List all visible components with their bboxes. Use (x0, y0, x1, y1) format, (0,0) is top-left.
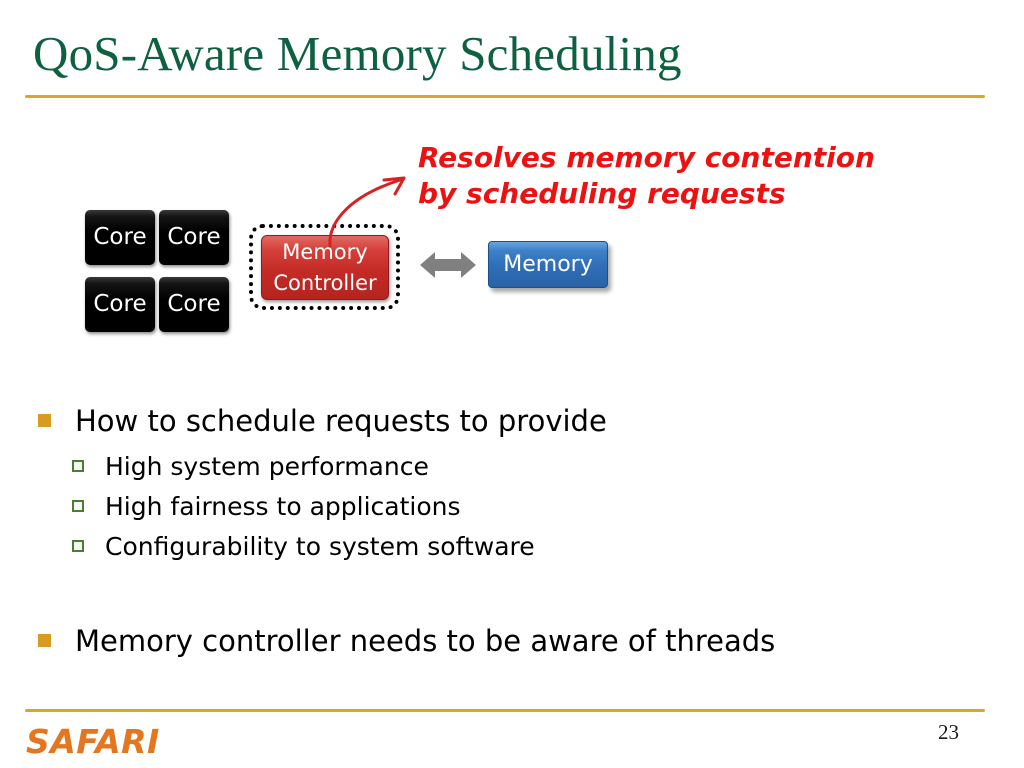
title-divider (25, 95, 985, 98)
core-box: Core (159, 277, 229, 332)
list-item: High fairness to applications (72, 488, 1024, 526)
callout-text: Resolves memory contention by scheduling… (418, 140, 888, 212)
page-title: QoS-Aware Memory Scheduling (33, 26, 682, 81)
core-box: Core (159, 210, 229, 265)
bullet-marker-level2-icon (72, 540, 84, 552)
memory-controller-box: Memory Controller (261, 235, 389, 300)
architecture-diagram: Core Core Core Core Memory Controller Me… (0, 0, 1024, 360)
list-item-label: How to schedule requests to provide (75, 404, 607, 438)
page-number: 23 (938, 720, 959, 744)
safari-logo: SAFARI (26, 722, 160, 761)
bullet-marker-level1-icon (38, 414, 51, 427)
memory-controller-label-line1: Memory (282, 240, 368, 264)
bullet-marker-level2-icon (72, 460, 84, 472)
list-item: How to schedule requests to provide (38, 400, 1024, 442)
list-item: Configurability to system software (72, 528, 1024, 566)
footer-divider (25, 709, 985, 712)
bullet-marker-level1-icon (38, 634, 51, 647)
callout-line-1: Resolves memory contention (418, 141, 875, 174)
list-item: High system performance (72, 448, 1024, 486)
bullet-marker-level2-icon (72, 500, 84, 512)
list-item-label: High system performance (105, 452, 429, 481)
list-item-label: Memory controller needs to be aware of t… (75, 624, 776, 658)
memory-controller-highlight-border (249, 224, 400, 310)
list-item: Memory controller needs to be aware of t… (38, 620, 1024, 662)
core-box: Core (85, 210, 155, 265)
memory-controller-label-line2: Controller (273, 271, 377, 295)
callout-arrow-icon (328, 176, 406, 248)
memory-box: Memory (488, 241, 608, 288)
list-item-label: High fairness to applications (105, 492, 461, 521)
core-box: Core (85, 277, 155, 332)
bullet-list: How to schedule requests to provide High… (0, 400, 1024, 668)
bidirectional-arrow-icon (420, 252, 476, 278)
list-item-label: Configurability to system software (105, 532, 535, 561)
callout-line-2: by scheduling requests (418, 177, 786, 210)
